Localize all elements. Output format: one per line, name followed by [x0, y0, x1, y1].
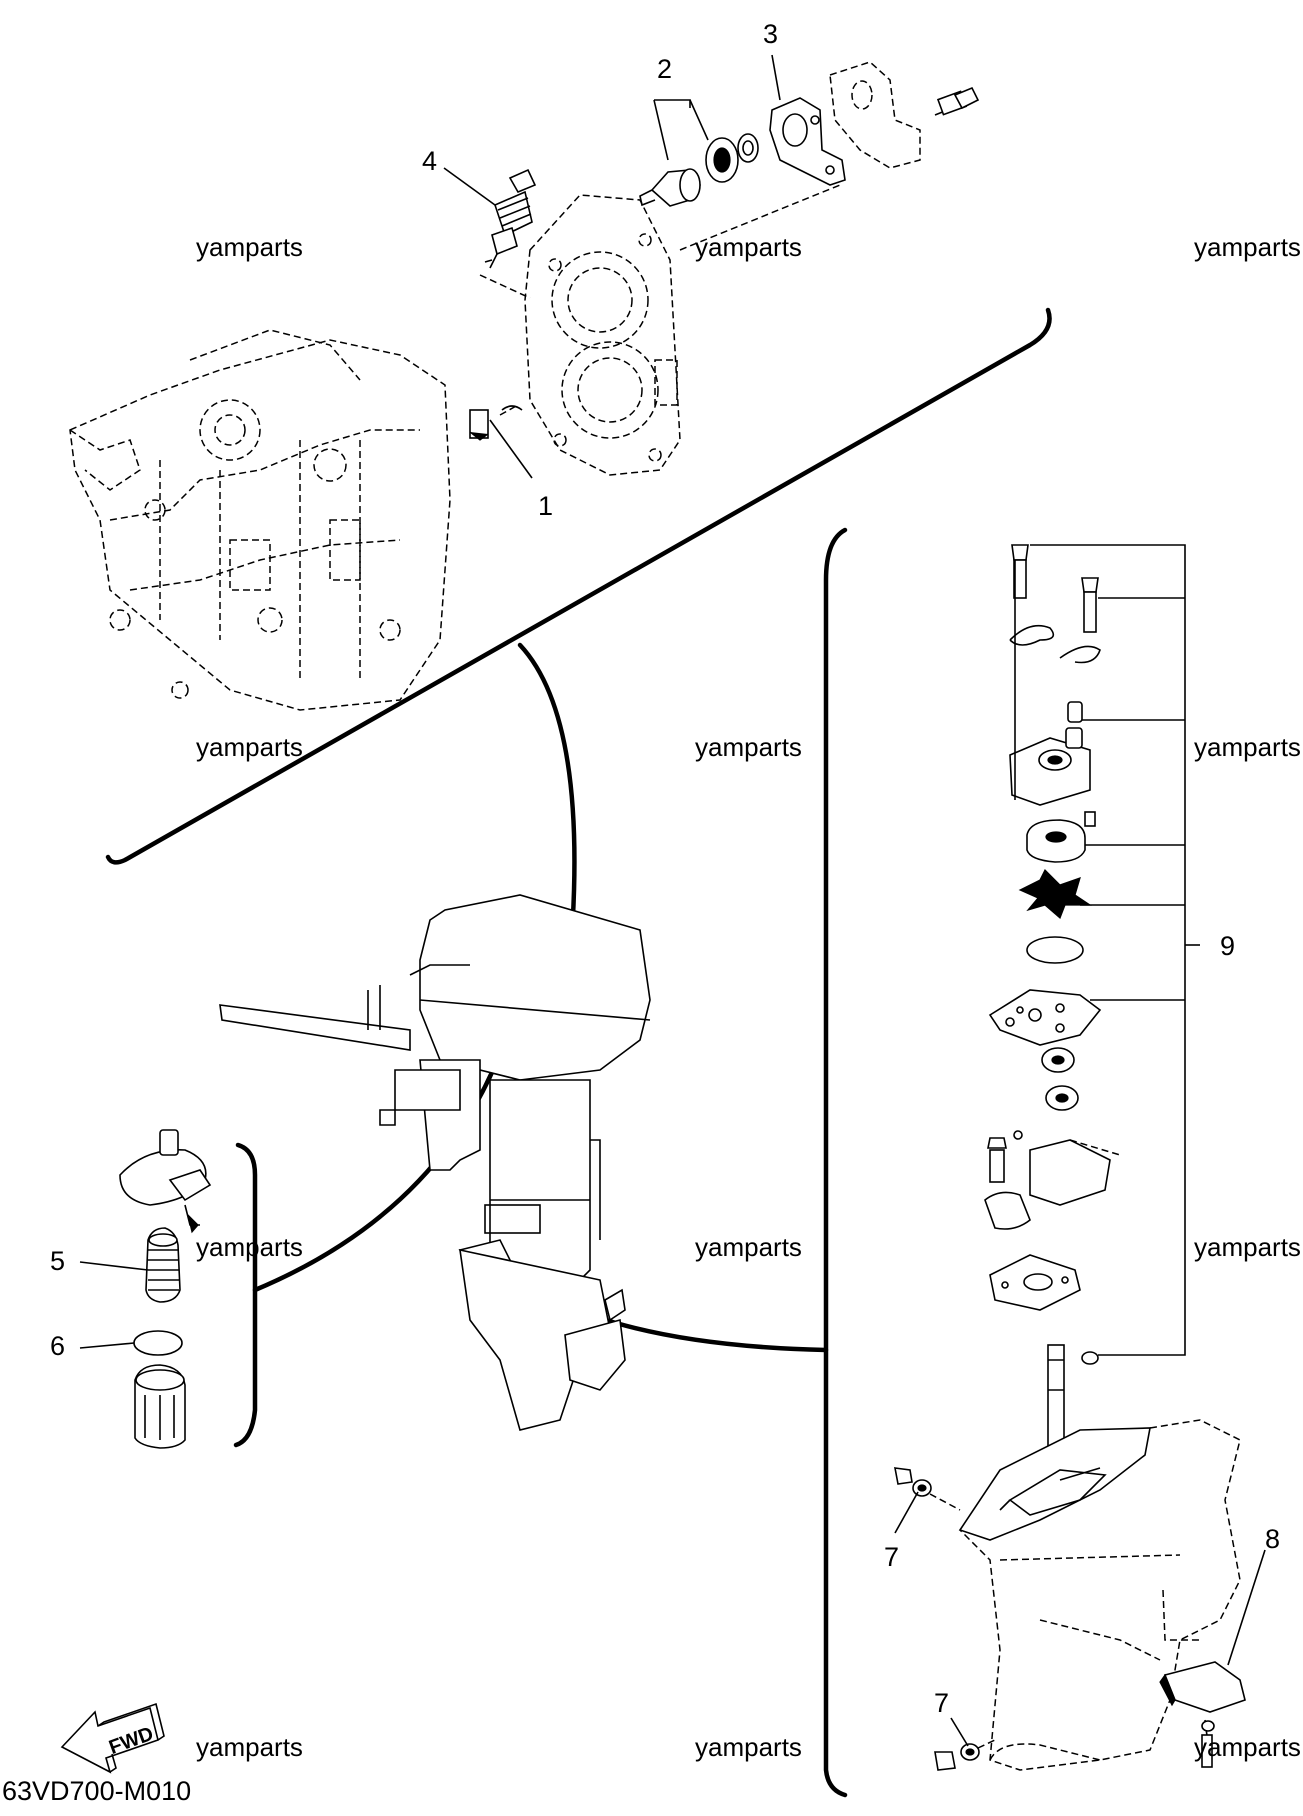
callout-4: 4: [422, 146, 437, 176]
leader-5: [79, 1261, 149, 1271]
callout-9: 9: [1220, 931, 1235, 961]
watermark-r4c1: yamparts: [196, 1732, 303, 1762]
watermark-r1c3: yamparts: [1194, 232, 1301, 262]
centre-line-a: [479, 274, 531, 299]
o-ring-part-6: [133, 1330, 183, 1356]
filter-cup-illustration: [134, 1364, 186, 1449]
watermark-r2c1: yamparts: [196, 732, 303, 762]
leader-1: [489, 419, 533, 479]
cylinder-head-illustration: [524, 194, 681, 476]
leader-2a: [653, 99, 669, 161]
callout-3: 3: [763, 19, 778, 49]
leader-3: [771, 54, 781, 101]
centre-line-b: [679, 184, 841, 251]
centre-line-c: [1162, 1589, 1200, 1641]
thermostat-part-2: [639, 133, 759, 207]
leader-7-lower: [950, 1717, 969, 1747]
fuel-filter-illustration: [119, 1129, 212, 1234]
leader-2-bar: [654, 99, 691, 108]
callout-7-lower: 7: [934, 1688, 949, 1718]
lower-unit-bracket: [823, 527, 848, 1798]
callout-2: 2: [657, 54, 672, 84]
watermark-r3c2: yamparts: [695, 1232, 802, 1262]
cylinder-block-illustration: [69, 329, 451, 711]
leader-2b: [689, 99, 709, 141]
lower-casing-illustration: [958, 1419, 1241, 1771]
leader-6: [79, 1342, 135, 1349]
leader-7-upper: [894, 1491, 919, 1534]
watermark-r1c2: yamparts: [695, 232, 802, 262]
watermark-r4c2: yamparts: [695, 1732, 802, 1762]
watermark-r3c3: yamparts: [1194, 1232, 1301, 1262]
leader-4: [443, 167, 496, 206]
engine-section-bracket: [105, 307, 1052, 865]
washer-part-7-lower: [934, 1739, 996, 1771]
trim-tab-part-8: [1159, 1661, 1246, 1768]
callout-6: 6: [50, 1331, 65, 1361]
gasket-part-3: [769, 97, 846, 186]
watermark-r3c1: yamparts: [196, 1232, 303, 1262]
spark-plug-part-4: [484, 168, 537, 269]
thermostat-cover-illustration: [829, 61, 980, 169]
watermark-r1c1: yamparts: [196, 232, 303, 262]
callout-8: 8: [1265, 1524, 1280, 1554]
water-pump-illustration: [984, 544, 1121, 1476]
watermark-r2c3: yamparts: [1194, 732, 1301, 762]
leader-8: [1227, 1549, 1266, 1666]
callout-1: 1: [538, 491, 553, 521]
fwd-arrow-icon: FWD: [60, 1702, 165, 1774]
diagram-code: 63VD700-M010: [2, 1776, 191, 1806]
leader-9-bracket: [1014, 544, 1200, 1356]
watermark-r4c3: yamparts: [1194, 1732, 1301, 1762]
outboard-motor-illustration: [219, 894, 651, 1431]
callout-7-upper: 7: [884, 1542, 899, 1572]
callout-5: 5: [50, 1246, 65, 1276]
anode-part-1: [469, 404, 523, 441]
watermark-r2c2: yamparts: [695, 732, 802, 762]
filter-element-part-5: [145, 1227, 181, 1303]
connector-curve-1: [517, 642, 577, 963]
fuel-filter-bracket: [233, 1142, 258, 1448]
washer-part-7-upper: [894, 1467, 961, 1511]
